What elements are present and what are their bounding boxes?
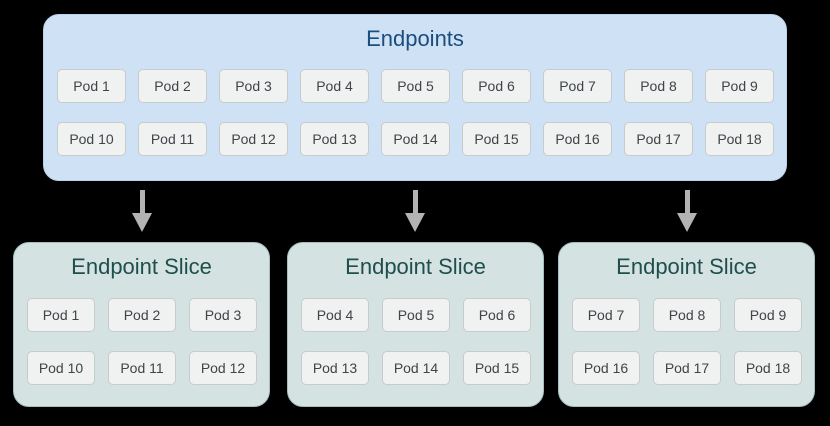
pod: Pod 12 [219,122,288,156]
endpoint-slice-title: Endpoint Slice [345,254,486,279]
pod: Pod 11 [108,351,176,385]
pod: Pod 1 [27,298,95,332]
pod: Pod 8 [653,298,721,332]
pod: Pod 5 [381,69,450,103]
pod: Pod 6 [462,69,531,103]
endpoint-slice-box-1: Endpoint Slice Pod 1 Pod 2 Pod 3 Pod 10 … [13,242,270,407]
pod: Pod 10 [27,351,95,385]
pod: Pod 6 [463,298,531,332]
pod: Pod 9 [705,69,774,103]
pod: Pod 1 [57,69,126,103]
endpoint-slice-title: Endpoint Slice [616,254,757,279]
pod: Pod 14 [381,122,450,156]
arrow-stem [139,190,145,213]
pod: Pod 17 [624,122,693,156]
pod: Pod 11 [138,122,207,156]
pod: Pod 9 [734,298,802,332]
pod: Pod 7 [572,298,640,332]
pod: Pod 14 [382,351,450,385]
slice-pod-grid: Pod 7 Pod 8 Pod 9 Pod 16 Pod 17 Pod 18 [572,298,802,385]
endpoint-slice-box-2: Endpoint Slice Pod 4 Pod 5 Pod 6 Pod 13 … [287,242,544,407]
slice-pod-grid: Pod 4 Pod 5 Pod 6 Pod 13 Pod 14 Pod 15 [301,298,531,385]
pod: Pod 8 [624,69,693,103]
arrow-stem [412,190,418,213]
pod: Pod 18 [734,351,802,385]
endpoints-pod-grid: Pod 1 Pod 2 Pod 3 Pod 4 Pod 5 Pod 6 Pod … [57,69,774,156]
pod: Pod 3 [219,69,288,103]
down-arrow-icon [405,190,425,232]
pod: Pod 10 [57,122,126,156]
arrow-head [405,213,425,232]
endpoints-title: Endpoints [366,26,464,51]
pod: Pod 15 [462,122,531,156]
pod: Pod 7 [543,69,612,103]
pod: Pod 4 [301,298,369,332]
endpoint-slice-box-3: Endpoint Slice Pod 7 Pod 8 Pod 9 Pod 16 … [558,242,815,407]
pod: Pod 2 [138,69,207,103]
slice-pod-grid: Pod 1 Pod 2 Pod 3 Pod 10 Pod 11 Pod 12 [27,298,257,385]
pod: Pod 18 [705,122,774,156]
endpoints-box: Endpoints Pod 1 Pod 2 Pod 3 Pod 4 Pod 5 … [43,14,787,181]
pod: Pod 17 [653,351,721,385]
down-arrow-icon [677,190,697,232]
pod: Pod 16 [543,122,612,156]
down-arrow-icon [132,190,152,232]
arrow-head [677,213,697,232]
pod: Pod 12 [189,351,257,385]
pod: Pod 15 [463,351,531,385]
pod: Pod 4 [300,69,369,103]
pod: Pod 3 [189,298,257,332]
pod: Pod 13 [300,122,369,156]
pod: Pod 5 [382,298,450,332]
pod: Pod 13 [301,351,369,385]
pod: Pod 16 [572,351,640,385]
arrow-head [132,213,152,232]
pod: Pod 2 [108,298,176,332]
arrow-stem [684,190,690,213]
endpoint-slice-title: Endpoint Slice [71,254,212,279]
